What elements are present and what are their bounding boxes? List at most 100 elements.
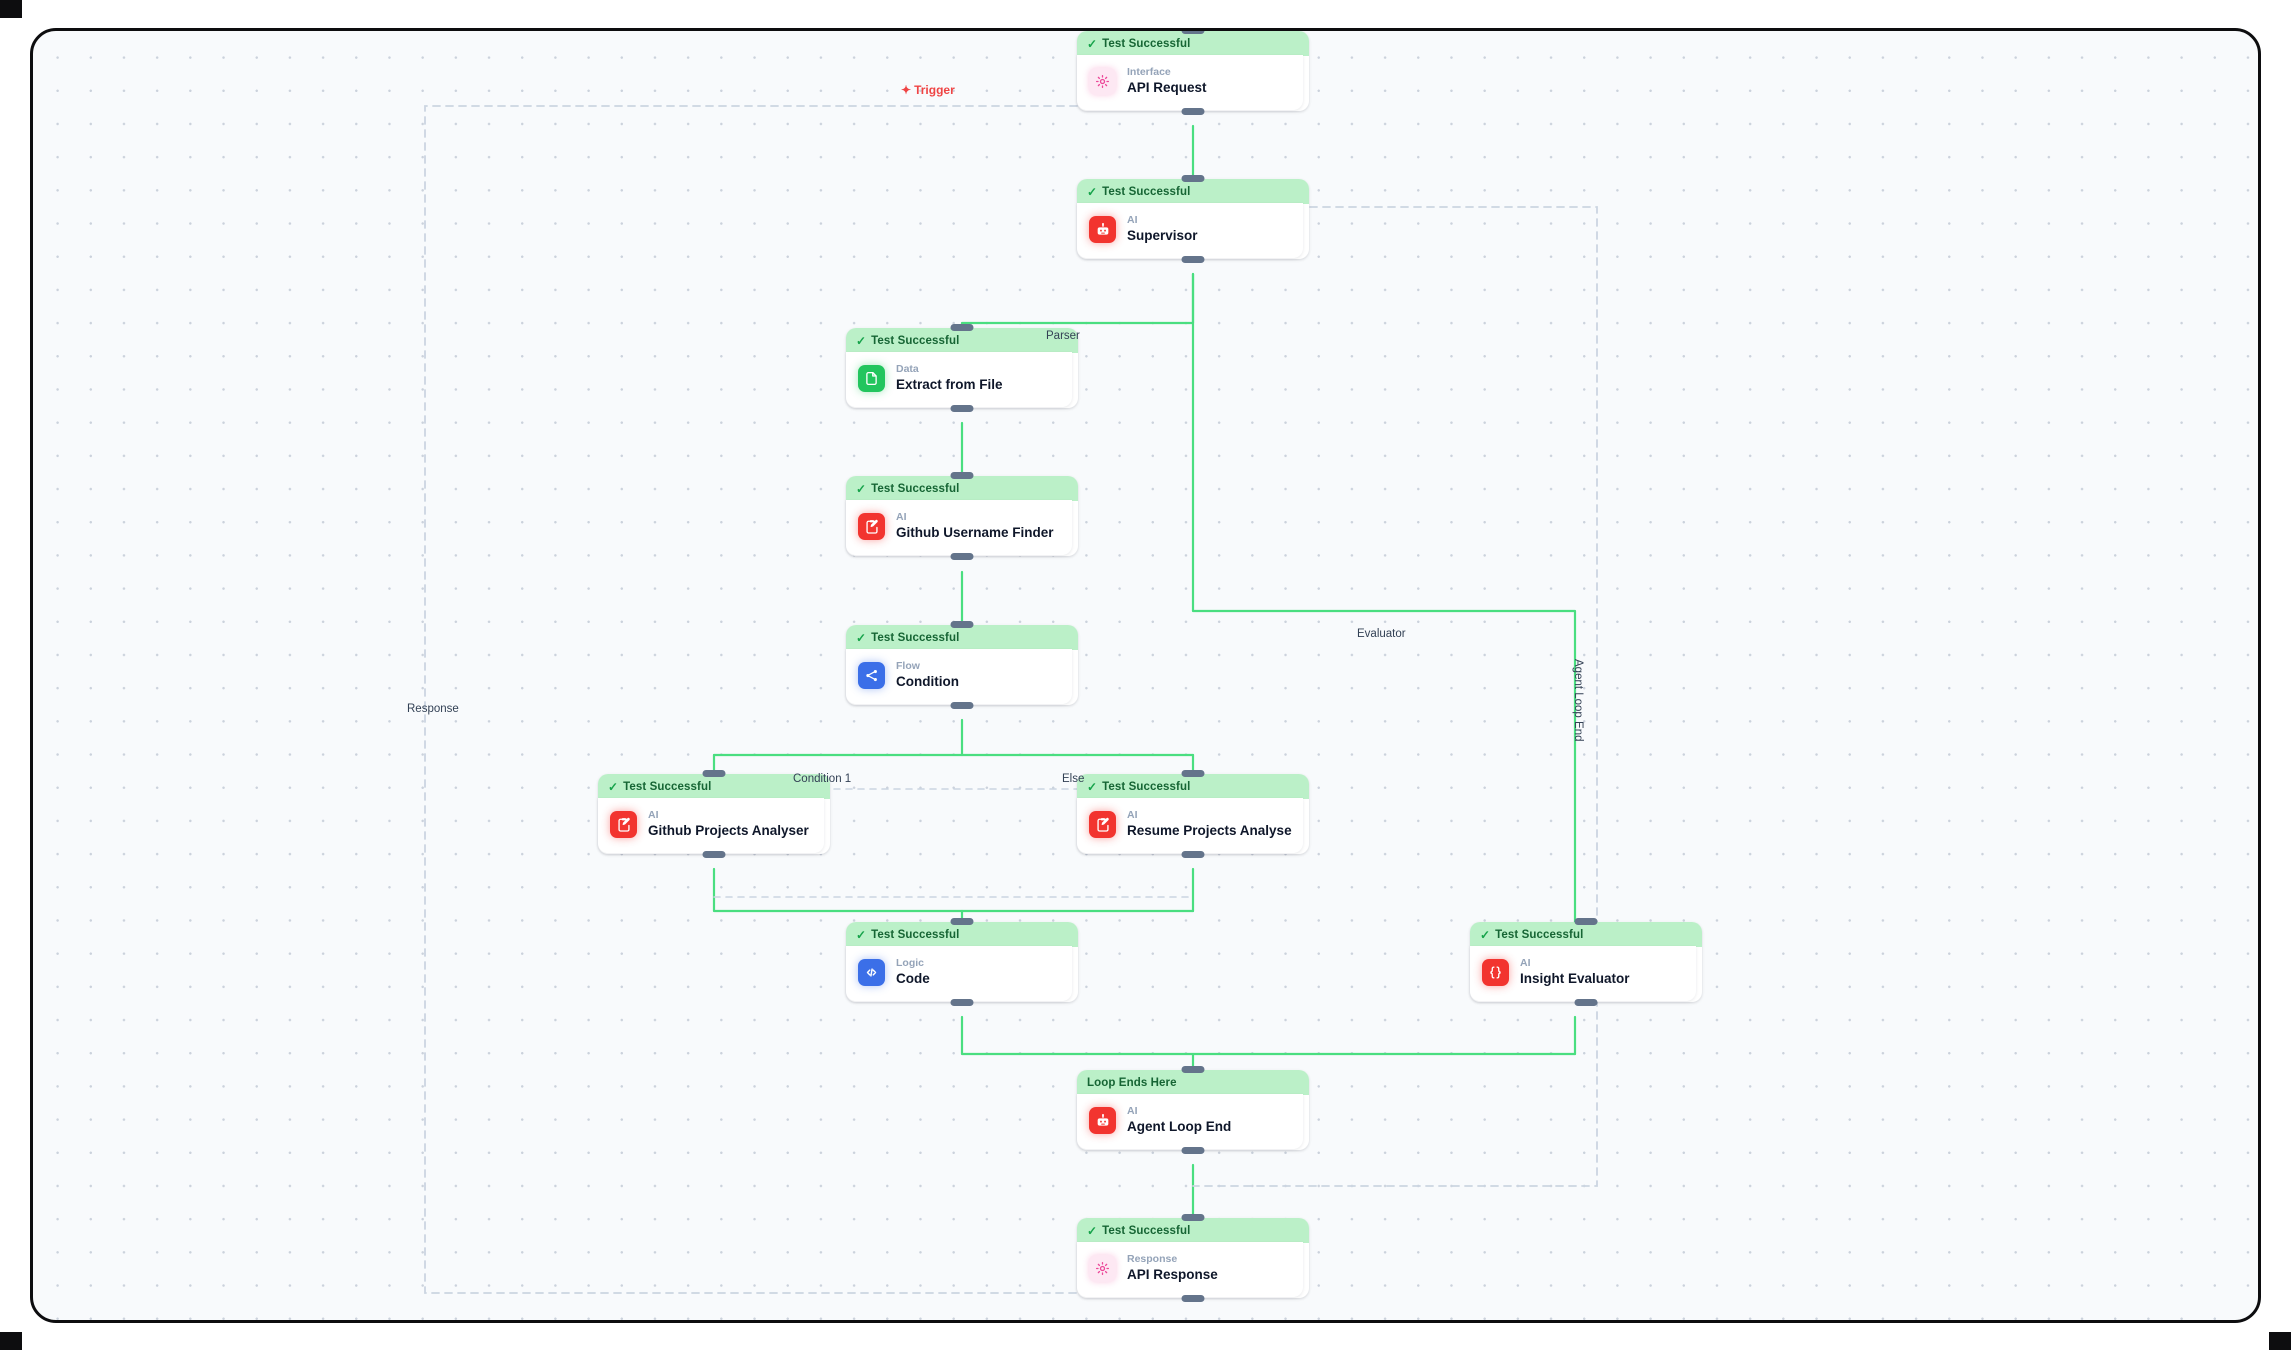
node-title: Agent Loop End [1127, 1119, 1232, 1135]
note-pencil-icon [1089, 811, 1116, 838]
node-handle-top[interactable] [1181, 31, 1205, 34]
node-handle-bottom[interactable] [1181, 1295, 1205, 1302]
node-status-banner: ✓Test Successful [1077, 1218, 1309, 1243]
check-icon: ✓ [856, 630, 867, 645]
node-status-banner: ✓ Test Successful [846, 328, 1078, 353]
robot-icon [1089, 216, 1116, 243]
node-status-text: Test Successful [871, 631, 960, 644]
check-icon: ✓ [1087, 779, 1098, 794]
node-status-text: Test Successful [1102, 37, 1191, 50]
node-handle-bottom[interactable] [1181, 108, 1205, 115]
gear-icon [1089, 68, 1116, 95]
node-handle-top[interactable] [1181, 175, 1205, 182]
node-status-text: Test Successful [871, 928, 960, 941]
node-title: API Response [1127, 1267, 1218, 1283]
node-handle-top[interactable] [702, 770, 726, 777]
node-handle-bottom[interactable] [950, 702, 974, 709]
node-category: Flow [896, 660, 920, 672]
window-corner-marker-bottom-left [0, 1332, 22, 1350]
node-status-text: Test Successful [871, 334, 960, 347]
node-handle-top[interactable] [1181, 1214, 1205, 1221]
check-icon: ✓ [1087, 184, 1098, 199]
node-category: Data [896, 363, 919, 375]
node-handle-top[interactable] [950, 918, 974, 925]
node-handle-top[interactable] [950, 324, 974, 331]
node-status-banner: ✓Test Successful [1470, 922, 1702, 947]
node-handle-bottom[interactable] [702, 851, 726, 858]
robot-icon [1089, 1107, 1116, 1134]
node-title: Supervisor [1127, 228, 1198, 244]
window-corner-marker-top-left [0, 0, 22, 18]
node-handle-top[interactable] [1181, 770, 1205, 777]
node-text: AI Insight Evaluator [1520, 957, 1630, 988]
edge-label-evaluator: Evaluator [1357, 628, 1406, 640]
node-status-banner: ✓ Test Successful [846, 625, 1078, 650]
document-icon [858, 365, 885, 392]
check-icon: ✓ [856, 333, 867, 348]
node-status-banner: ✓Test Successful [846, 922, 1078, 947]
node-title: Resume Projects Analyse [1127, 823, 1292, 839]
gear-icon [1089, 1255, 1116, 1282]
node-category: AI [1520, 957, 1531, 969]
node-handle-bottom[interactable] [1181, 851, 1205, 858]
edge-label-else: Else [1062, 773, 1085, 785]
node-handle-top[interactable] [1574, 918, 1598, 925]
sparkle-icon: ✦ [901, 83, 912, 97]
node-title: Insight Evaluator [1520, 971, 1630, 987]
node-handle-top[interactable] [1181, 1066, 1205, 1073]
node-handle-top[interactable] [950, 472, 974, 479]
node-title: Github Projects Analyser [648, 823, 809, 839]
check-icon: ✓ [1087, 36, 1098, 51]
node-category: AI [1127, 1105, 1138, 1117]
node-body[interactable]: AI Insight Evaluator [1470, 946, 1696, 1001]
node-status-banner: Loop Ends Here [1077, 1070, 1309, 1095]
node-handle-bottom[interactable] [1574, 999, 1598, 1006]
node-handle-top[interactable] [950, 621, 974, 628]
node-handle-bottom[interactable] [950, 553, 974, 560]
edge-label-condition-1: Condition 1 [793, 773, 852, 785]
node-handle-bottom[interactable] [1181, 256, 1205, 263]
node-title: Condition [896, 674, 959, 690]
node-handle-bottom[interactable] [1181, 1147, 1205, 1154]
node-text: AI Agent Loop End [1127, 1105, 1231, 1136]
node-status-text: Test Successful [1102, 185, 1191, 198]
node-category: Response [1127, 1253, 1178, 1265]
edge-label-parser: Parser [1046, 330, 1080, 342]
node-body[interactable]: AI Github Projects Analyser [598, 798, 824, 853]
node-category: AI [648, 809, 659, 821]
trigger-label-text: Trigger [914, 83, 955, 97]
node-handle-bottom[interactable] [950, 405, 974, 412]
node-handle-bottom[interactable] [950, 999, 974, 1006]
check-icon: ✓ [1480, 927, 1491, 942]
node-body[interactable]: AI Agent Loop End [1077, 1094, 1303, 1149]
edge-label-response: Response [407, 703, 459, 715]
